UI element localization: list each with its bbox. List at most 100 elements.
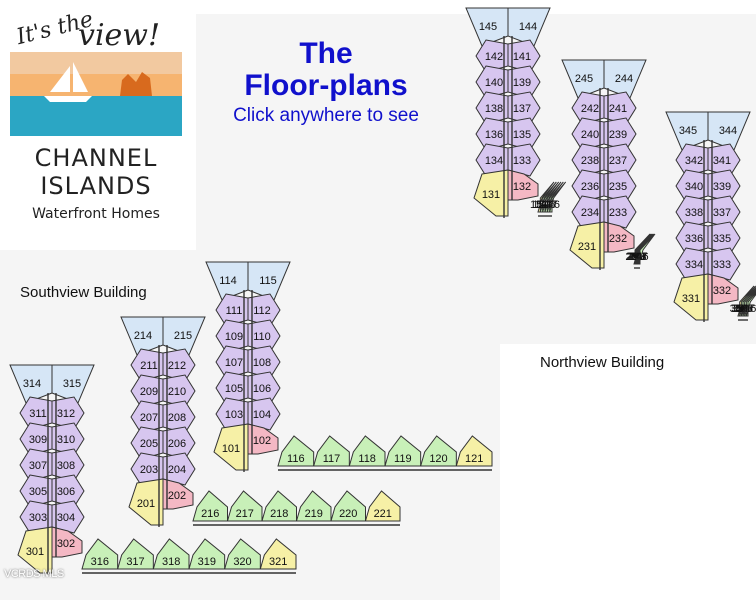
unit-217[interactable]: 217 [226,490,263,522]
unit-110[interactable]: 110 [247,319,281,353]
unit-208[interactable]: 208 [162,400,196,434]
unit-139[interactable]: 139 [507,65,541,99]
unit-344[interactable]: 344 [707,111,751,151]
unit-308[interactable]: 308 [51,448,85,482]
unit-number: 108 [253,357,271,369]
unit-132[interactable]: 132 [507,169,539,201]
unit-321[interactable]: 321 [259,538,297,570]
unit-number: 116 [287,453,305,465]
unit-346[interactable]: 346 [738,286,756,317]
unit-120[interactable]: 120 [420,435,457,467]
unit-118[interactable]: 118 [348,435,386,467]
unit-134[interactable]: 134 [475,143,509,177]
unit-305[interactable]: 305 [19,474,53,508]
unit-211[interactable]: 211 [130,348,164,382]
unit-307[interactable]: 307 [19,448,53,482]
unit-114[interactable]: 114 [205,261,249,301]
unit-146[interactable]: 146 [542,181,567,213]
unit-239[interactable]: 239 [603,117,637,151]
sailboat-icon [10,52,182,136]
unit-142[interactable]: 142 [475,39,509,73]
unit-218[interactable]: 218 [261,490,297,522]
unit-335[interactable]: 335 [707,221,741,255]
unit-319[interactable]: 319 [188,538,226,570]
unit-237[interactable]: 237 [603,143,637,177]
unit-201[interactable]: 201 [128,478,164,526]
unit-number: 345 [679,125,697,137]
unit-220[interactable]: 220 [330,490,366,522]
unit-304[interactable]: 304 [51,500,85,534]
unit-235[interactable]: 235 [603,169,637,203]
unit-112[interactable]: 112 [247,293,281,327]
unit-number: 145 [479,21,497,33]
unit-206[interactable]: 206 [162,426,196,460]
unit-318[interactable]: 318 [152,538,190,570]
unit-136[interactable]: 136 [475,117,509,151]
unit-137[interactable]: 137 [507,91,541,125]
unit-131[interactable]: 131 [473,169,509,217]
unit-210[interactable]: 210 [162,374,196,408]
unit-number: 314 [23,378,41,390]
unit-133[interactable]: 133 [507,143,541,177]
unit-241[interactable]: 241 [603,91,637,125]
unit-332[interactable]: 332 [707,273,739,305]
unit-233[interactable]: 233 [603,195,637,229]
unit-204[interactable]: 204 [162,452,196,486]
unit-116[interactable]: 116 [277,435,315,467]
unit-301[interactable]: 301 [17,526,53,574]
unit-117[interactable]: 117 [313,435,350,467]
unit-number: 239 [609,129,627,141]
unit-315[interactable]: 315 [51,364,95,404]
unit-number: 341 [713,155,731,167]
unit-138[interactable]: 138 [475,91,509,125]
unit-102[interactable]: 102 [247,423,279,455]
unit-103[interactable]: 103 [215,397,249,431]
unit-number: 101 [222,443,240,455]
unit-147[interactable]: 147 [539,181,564,213]
unit-333[interactable]: 333 [707,247,741,281]
unit-306[interactable]: 306 [51,474,85,508]
unit-145[interactable]: 145 [465,7,509,47]
unit-316[interactable]: 316 [81,538,119,570]
unit-314[interactable]: 314 [9,364,53,404]
unit-310[interactable]: 310 [51,422,85,456]
unit-320[interactable]: 320 [224,538,261,570]
unit-108[interactable]: 108 [247,345,281,379]
unit-341[interactable]: 341 [707,143,741,177]
unit-245[interactable]: 245 [561,59,605,99]
unit-107[interactable]: 107 [215,345,249,379]
unit-216[interactable]: 216 [192,490,228,522]
unit-101[interactable]: 101 [213,423,249,471]
unit-119[interactable]: 119 [384,435,422,467]
unit-141[interactable]: 141 [507,39,541,73]
unit-121[interactable]: 121 [455,435,493,467]
unit-212[interactable]: 212 [162,348,196,382]
unit-337[interactable]: 337 [707,195,741,229]
headline-link[interactable]: The Floor-plans Click anywhere to see [196,38,456,130]
unit-135[interactable]: 135 [507,117,541,151]
unit-331[interactable]: 331 [673,273,709,321]
logo[interactable]: It's the view! CHANNEL ISLANDS Waterfron… [0,0,192,240]
unit-302[interactable]: 302 [51,526,83,558]
unit-246[interactable]: 246 [630,233,656,265]
unit-312[interactable]: 312 [51,396,85,430]
unit-231[interactable]: 231 [569,221,605,269]
unit-334[interactable]: 334 [675,247,709,281]
unit-219[interactable]: 219 [295,490,332,522]
unit-number: 142 [485,51,503,63]
unit-209[interactable]: 209 [130,374,164,408]
unit-number: 335 [713,233,731,245]
unit-202[interactable]: 202 [162,478,194,510]
unit-number: 319 [198,556,216,568]
unit-104[interactable]: 104 [247,397,281,431]
unit-number: 106 [253,383,271,395]
unit-232[interactable]: 232 [603,221,635,253]
unit-number: 237 [609,155,627,167]
unit-221[interactable]: 221 [364,490,401,522]
unit-339[interactable]: 339 [707,169,741,203]
unit-number: 339 [713,181,731,193]
unit-345[interactable]: 345 [665,111,709,151]
unit-number: 120 [429,453,447,465]
unit-106[interactable]: 106 [247,371,281,405]
unit-317[interactable]: 317 [117,538,154,570]
